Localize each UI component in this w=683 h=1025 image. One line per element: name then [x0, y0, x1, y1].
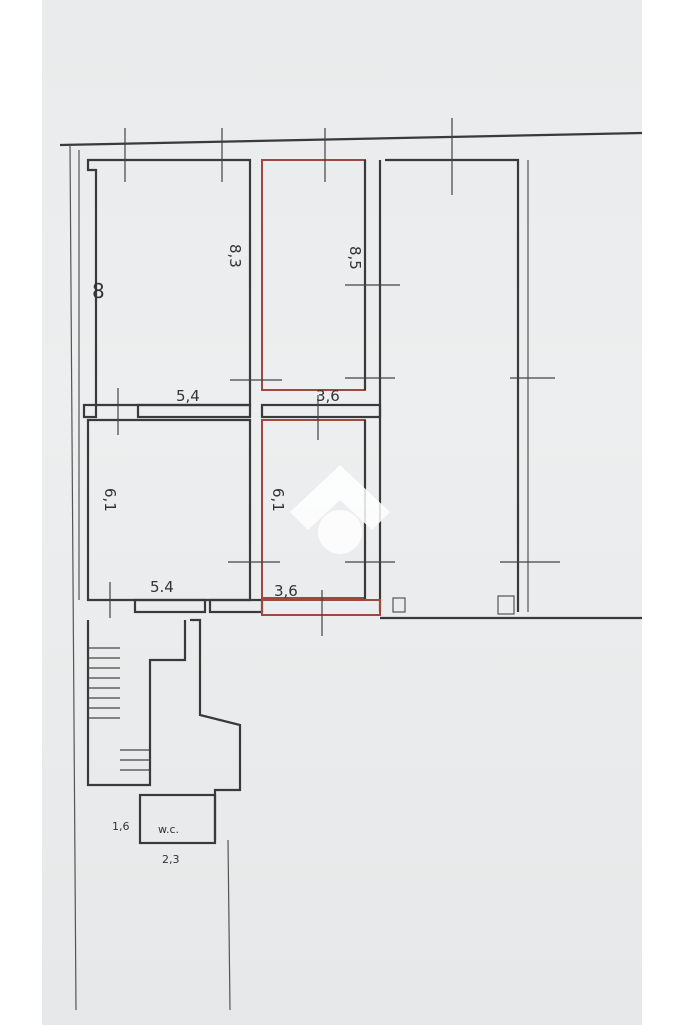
dimension-ticks	[109, 118, 560, 636]
stair-walls	[86, 620, 187, 787]
small-box-left	[392, 597, 406, 613]
room-top-right-label: 8,5	[346, 246, 364, 270]
room-mid-left-label: 6,1	[101, 488, 119, 512]
small-box-right	[497, 595, 515, 615]
room-top-middle-label: 8,3	[226, 244, 244, 268]
bottom-wall-left	[133, 598, 207, 614]
bottom-left-width-label: 5.4	[150, 578, 174, 596]
stair-steps	[88, 647, 150, 771]
top-left-width-label: 5,4	[176, 387, 200, 405]
bottom-middle-width-label: 3,6	[274, 582, 298, 600]
house-logo-icon	[290, 465, 390, 554]
room-top-left-label: 8	[92, 279, 105, 303]
room-top-right-walls	[385, 158, 520, 612]
wc-height-label: 1,6	[112, 820, 130, 833]
lower-right-line	[227, 839, 231, 1011]
divider-left	[136, 403, 252, 419]
wc-width-label: 2,3	[162, 853, 180, 866]
divider-middle	[260, 403, 382, 419]
wc-label: w.c.	[158, 823, 179, 836]
corridor-wall	[190, 618, 242, 840]
room-top-middle-walls	[261, 159, 366, 391]
wc-walls	[138, 793, 217, 845]
left-boundary-line	[69, 144, 77, 1011]
divider-stub	[82, 403, 98, 419]
top-boundary-line	[59, 131, 643, 147]
bottom-wall-mid	[208, 598, 264, 614]
bottom-wall-red	[261, 599, 381, 616]
room-top-left-walls	[86, 158, 252, 407]
top-middle-width-label: 3,6	[316, 387, 340, 405]
room-mid-middle-label: 6,1	[269, 488, 287, 512]
